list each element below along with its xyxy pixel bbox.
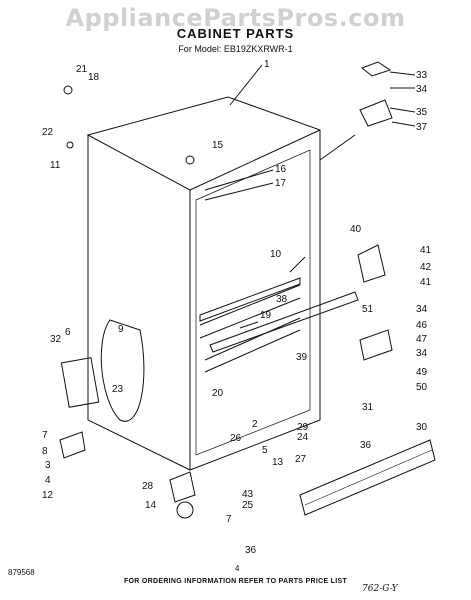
callout-11: 11 (50, 160, 61, 171)
callout-7a: 7 (42, 430, 48, 441)
callout-37: 37 (416, 122, 428, 133)
callout-31: 31 (362, 402, 374, 413)
callout-32: 32 (50, 334, 62, 345)
callout-40: 40 (350, 224, 362, 235)
callout-19: 19 (260, 310, 272, 321)
callout-49: 49 (416, 367, 428, 378)
callout-51: 51 (362, 304, 374, 315)
callout-35: 35 (416, 107, 428, 118)
document-number: 879568 (8, 568, 35, 577)
callout-6: 6 (65, 327, 71, 338)
cabinet-liner (195, 149, 311, 456)
callout-8: 8 (42, 446, 48, 457)
wiring-harness (100, 319, 145, 422)
watermark: AppliancePartsPros.com (65, 4, 406, 32)
roller-wheel (176, 501, 194, 519)
top-hinge (359, 99, 393, 127)
front-roller (169, 471, 196, 503)
callout-21: 21 (76, 64, 88, 75)
callout-33: 33 (416, 70, 428, 81)
callout-7b: 7 (226, 514, 232, 525)
callout-2: 2 (252, 419, 258, 430)
base-grille (299, 439, 436, 516)
center-hinge (357, 244, 386, 283)
callout-43: 43 (242, 489, 254, 500)
cabinet-left-side (87, 135, 191, 471)
callout-38: 38 (276, 294, 288, 305)
callout-36b: 36 (245, 545, 257, 556)
callout-50: 50 (416, 382, 428, 393)
callout-27: 27 (295, 454, 307, 465)
handwritten-note: 762-G-Y (362, 584, 398, 594)
callout-4: 4 (45, 475, 51, 486)
callout-47: 47 (416, 334, 428, 345)
callout-46: 46 (416, 320, 428, 331)
callout-34b: 34 (416, 304, 428, 315)
callout-13: 13 (272, 457, 284, 468)
callout-18: 18 (88, 72, 100, 83)
page-number: 4 (235, 564, 240, 573)
callout-41b: 41 (420, 277, 432, 288)
ordering-note: FOR ORDERING INFORMATION REFER TO PARTS … (123, 578, 348, 585)
callout-34a: 34 (416, 84, 428, 95)
front-cross-bar (209, 291, 359, 353)
callout-14: 14 (145, 500, 157, 511)
shelf-rail (199, 284, 301, 326)
leveling-bracket (59, 431, 86, 459)
callout-30: 30 (416, 422, 428, 433)
lower-hinge (359, 329, 393, 361)
callout-41a: 41 (420, 245, 432, 256)
top-hinge-cover (361, 61, 392, 77)
callout-17: 17 (275, 178, 287, 189)
callout-42: 42 (420, 262, 432, 273)
callout-23: 23 (112, 384, 124, 395)
callout-22: 22 (42, 127, 54, 138)
callout-15: 15 (212, 140, 224, 151)
callout-12: 12 (42, 490, 54, 501)
callout-9: 9 (118, 324, 124, 335)
screw-15 (185, 155, 195, 165)
model-line: For Model: EB19ZKXRWR-1 (178, 44, 293, 54)
callout-20: 20 (212, 388, 224, 399)
control-box (60, 357, 100, 408)
diagram-title: CABINET PARTS (176, 26, 295, 41)
callout-1: 1 (264, 59, 270, 70)
callout-29: 29 (297, 422, 309, 433)
callout-34c: 34 (416, 348, 428, 359)
callout-24: 24 (297, 432, 309, 443)
callout-labels: 1 2 3 4 5 6 7 7 8 9 10 11 12 13 14 15 16… (42, 59, 432, 556)
callout-26: 26 (230, 433, 242, 444)
callout-3: 3 (45, 460, 51, 471)
divider-bar (199, 277, 301, 322)
part-18 (63, 85, 73, 95)
callout-16: 16 (275, 164, 287, 175)
callout-28: 28 (142, 481, 154, 492)
callout-5: 5 (262, 445, 268, 456)
screw-11 (66, 141, 74, 149)
callout-36a: 36 (360, 440, 372, 451)
callout-10: 10 (270, 249, 282, 260)
callout-25: 25 (242, 500, 254, 511)
callout-39: 39 (296, 352, 308, 363)
